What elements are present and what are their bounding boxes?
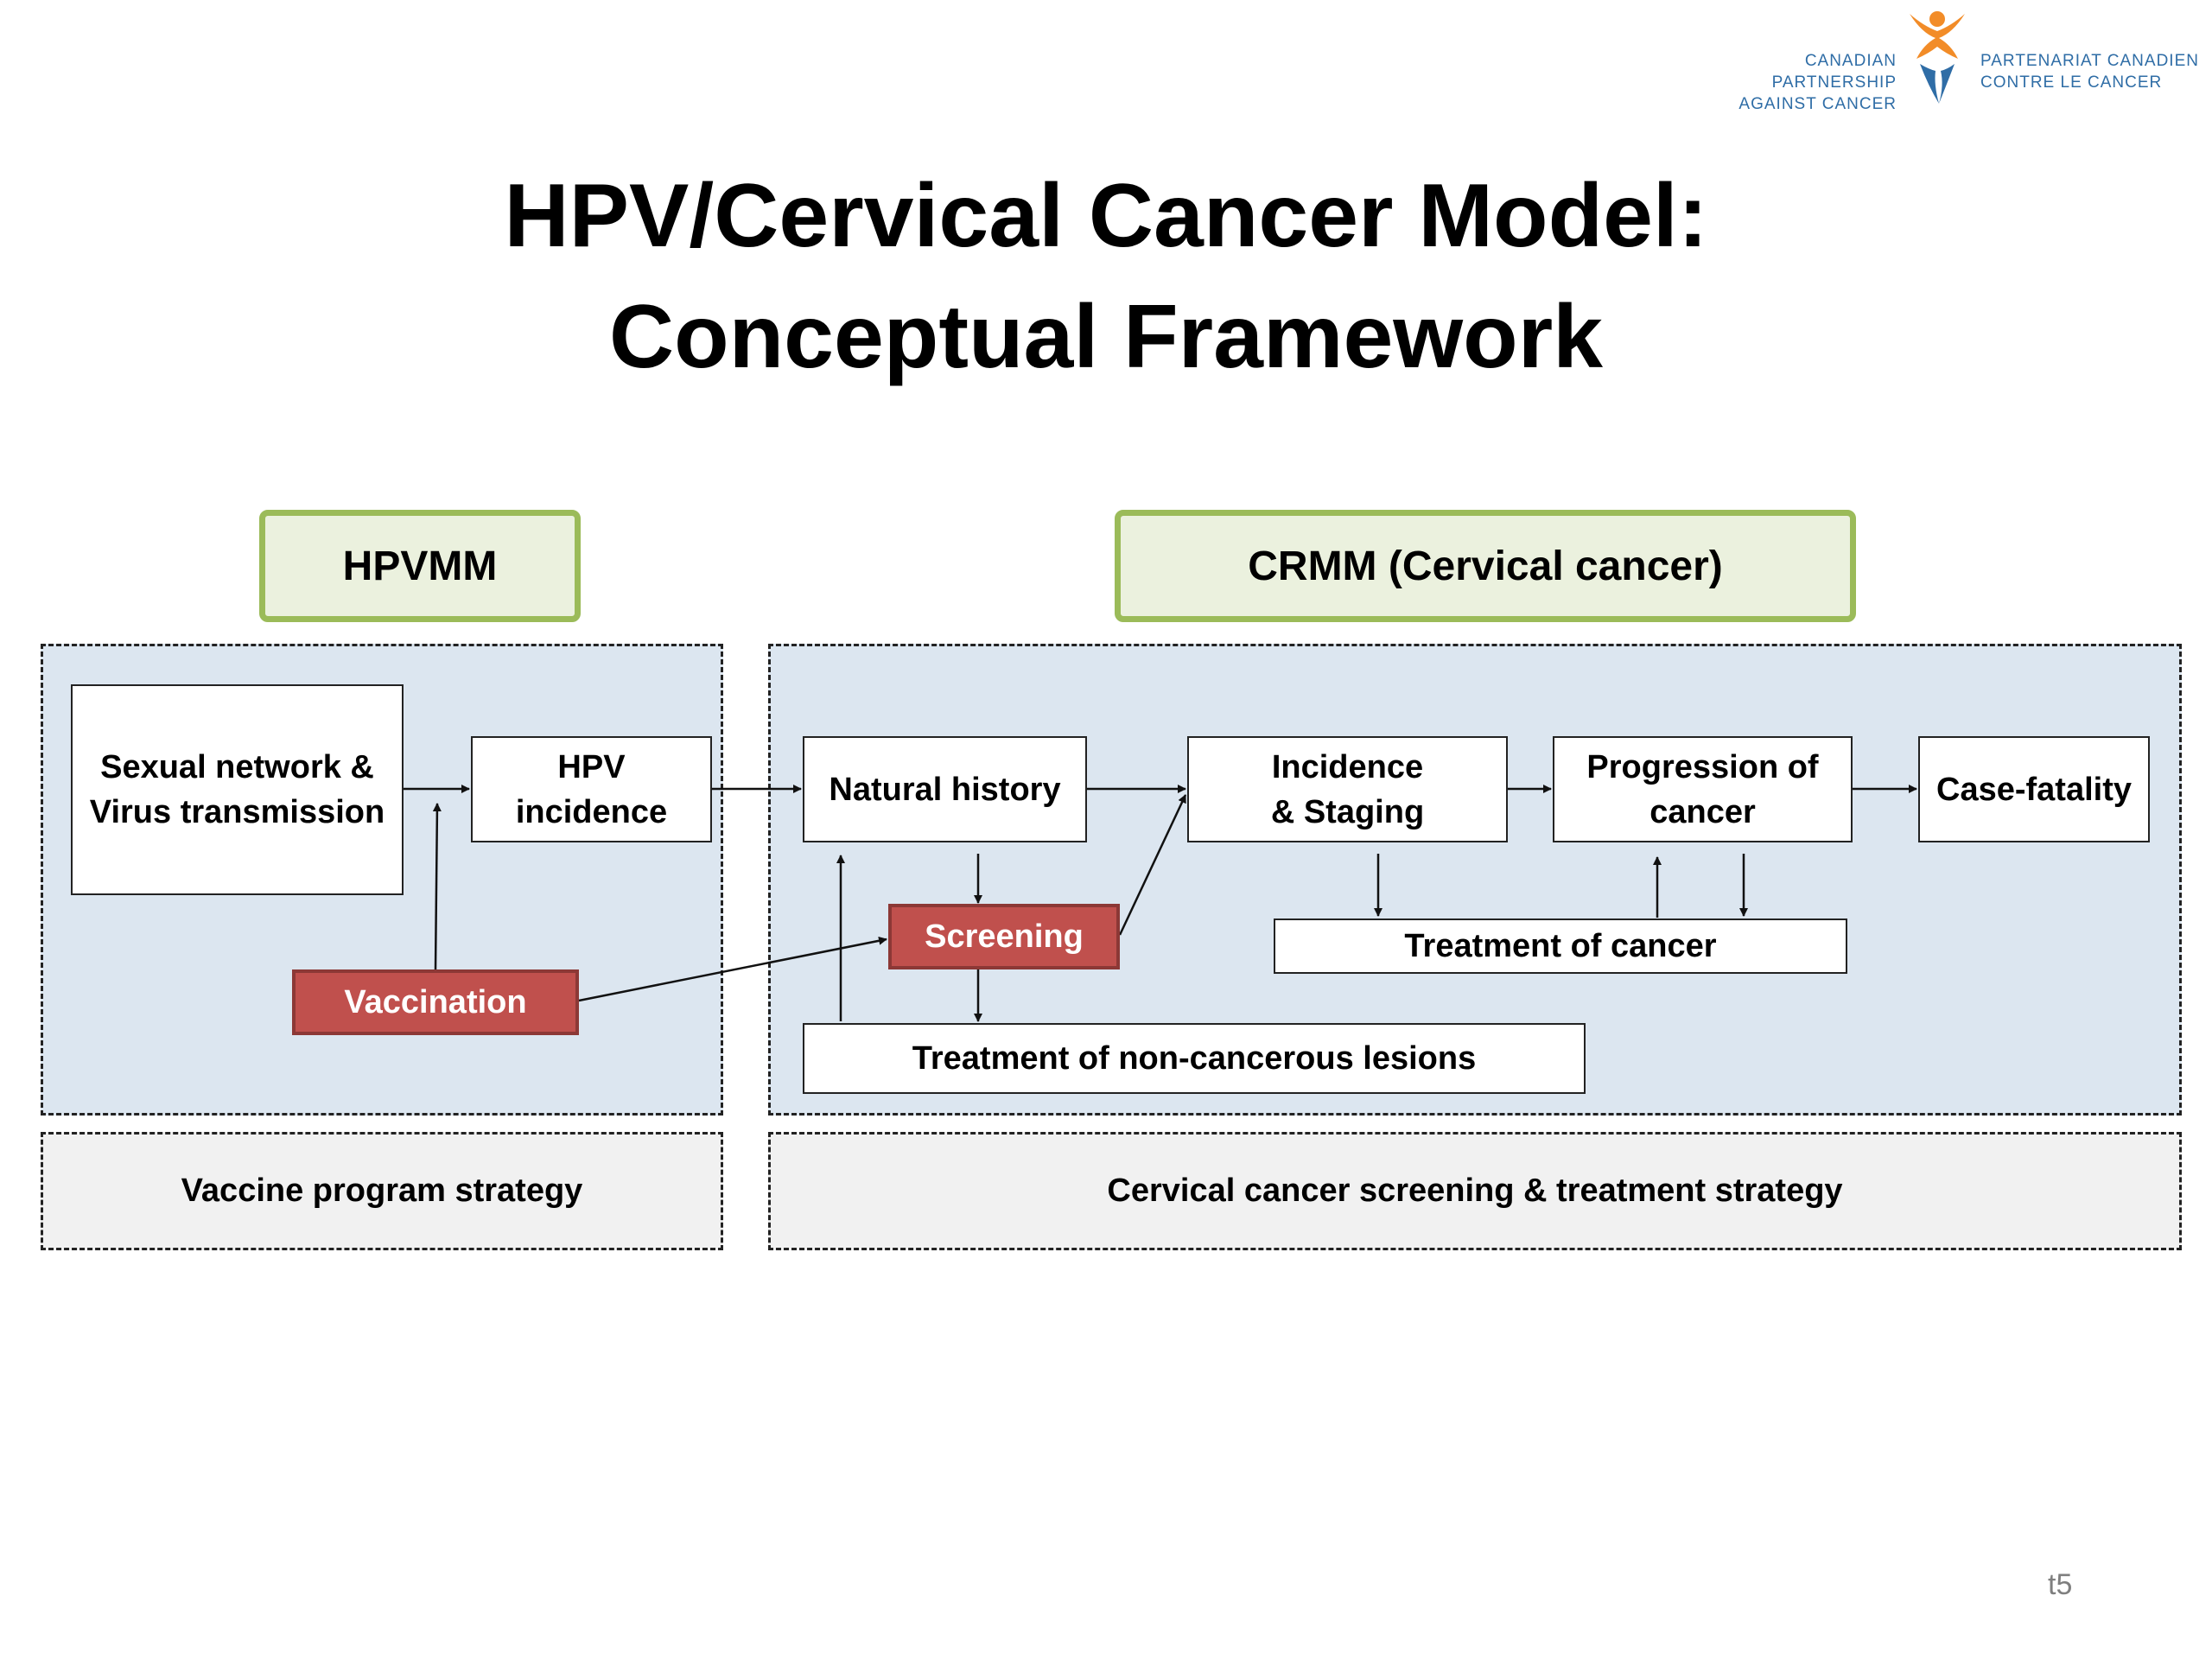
hpv-incidence-label: HPV incidence xyxy=(515,748,668,830)
vaccine-strategy-label: Vaccine program strategy xyxy=(181,1173,583,1209)
hpvmm-model-label: HPVMM xyxy=(259,510,581,622)
treatment-of-lesions-label: Treatment of non-cancerous lesions xyxy=(912,1040,1477,1077)
natural-history-label: Natural history xyxy=(829,771,1061,808)
incidence-staging-label: Incidence & Staging xyxy=(1270,748,1425,830)
progression-node: Progression of cancer xyxy=(1553,736,1853,842)
logo-english-text: CANADIAN PARTNERSHIP AGAINST CANCER xyxy=(1676,50,1897,115)
slide-title: HPV/Cervical Cancer Model: Conceptual Fr… xyxy=(328,156,1884,397)
screening-node: Screening xyxy=(888,904,1120,969)
logo-en-line2: AGAINST CANCER xyxy=(1738,95,1897,113)
sexual-network-label: Sexual network & Virus transmission xyxy=(89,749,385,830)
crmm-model-label: CRMM (Cervical cancer) xyxy=(1115,510,1856,622)
treatment-of-lesions-node: Treatment of non-cancerous lesions xyxy=(803,1023,1586,1094)
logo-en-line1: CANADIAN PARTNERSHIP xyxy=(1771,52,1897,92)
logo-french-text: PARTENARIAT CANADIEN CONTRE LE CANCER xyxy=(1980,50,2199,93)
vaccination-node: Vaccination xyxy=(292,969,579,1035)
hpv-incidence-node: HPV incidence xyxy=(471,736,712,842)
screening-label: Screening xyxy=(925,918,1084,955)
arrow-vaccination-to-screening xyxy=(578,936,887,1002)
case-fatality-label: Case-fatality xyxy=(1936,771,2132,808)
screening-strategy-region: Cervical cancer screening & treatment st… xyxy=(768,1132,2182,1250)
screening-strategy-label: Cervical cancer screening & treatment st… xyxy=(1107,1173,1843,1209)
logo-figure-icon xyxy=(1910,11,1965,104)
treatment-of-cancer-node: Treatment of cancer xyxy=(1274,918,1847,974)
logo-fr-line2: CONTRE LE CANCER xyxy=(1980,73,2163,92)
treatment-of-cancer-label: Treatment of cancer xyxy=(1404,928,1717,964)
arrow-screening-to-incidence xyxy=(1118,794,1187,936)
sexual-network-node: Sexual network & Virus transmission xyxy=(71,684,404,895)
page-number: t5 xyxy=(2048,1568,2073,1601)
partnership-logo: CANADIAN PARTNERSHIP AGAINST CANCER PART… xyxy=(1676,7,2203,113)
vaccine-strategy-region: Vaccine program strategy xyxy=(41,1132,723,1250)
arrow-vaccination-to-network xyxy=(432,803,442,971)
title-line1: HPV/Cervical Cancer Model: xyxy=(504,166,1708,266)
natural-history-node: Natural history xyxy=(803,736,1087,842)
title-line2: Conceptual Framework xyxy=(608,287,1604,387)
progression-label: Progression of cancer xyxy=(1586,748,1819,830)
case-fatality-node: Case-fatality xyxy=(1918,736,2150,842)
vaccination-label: Vaccination xyxy=(344,984,527,1020)
incidence-staging-node: Incidence & Staging xyxy=(1187,736,1508,842)
logo-fr-line1: PARTENARIAT CANADIEN xyxy=(1980,52,2199,70)
